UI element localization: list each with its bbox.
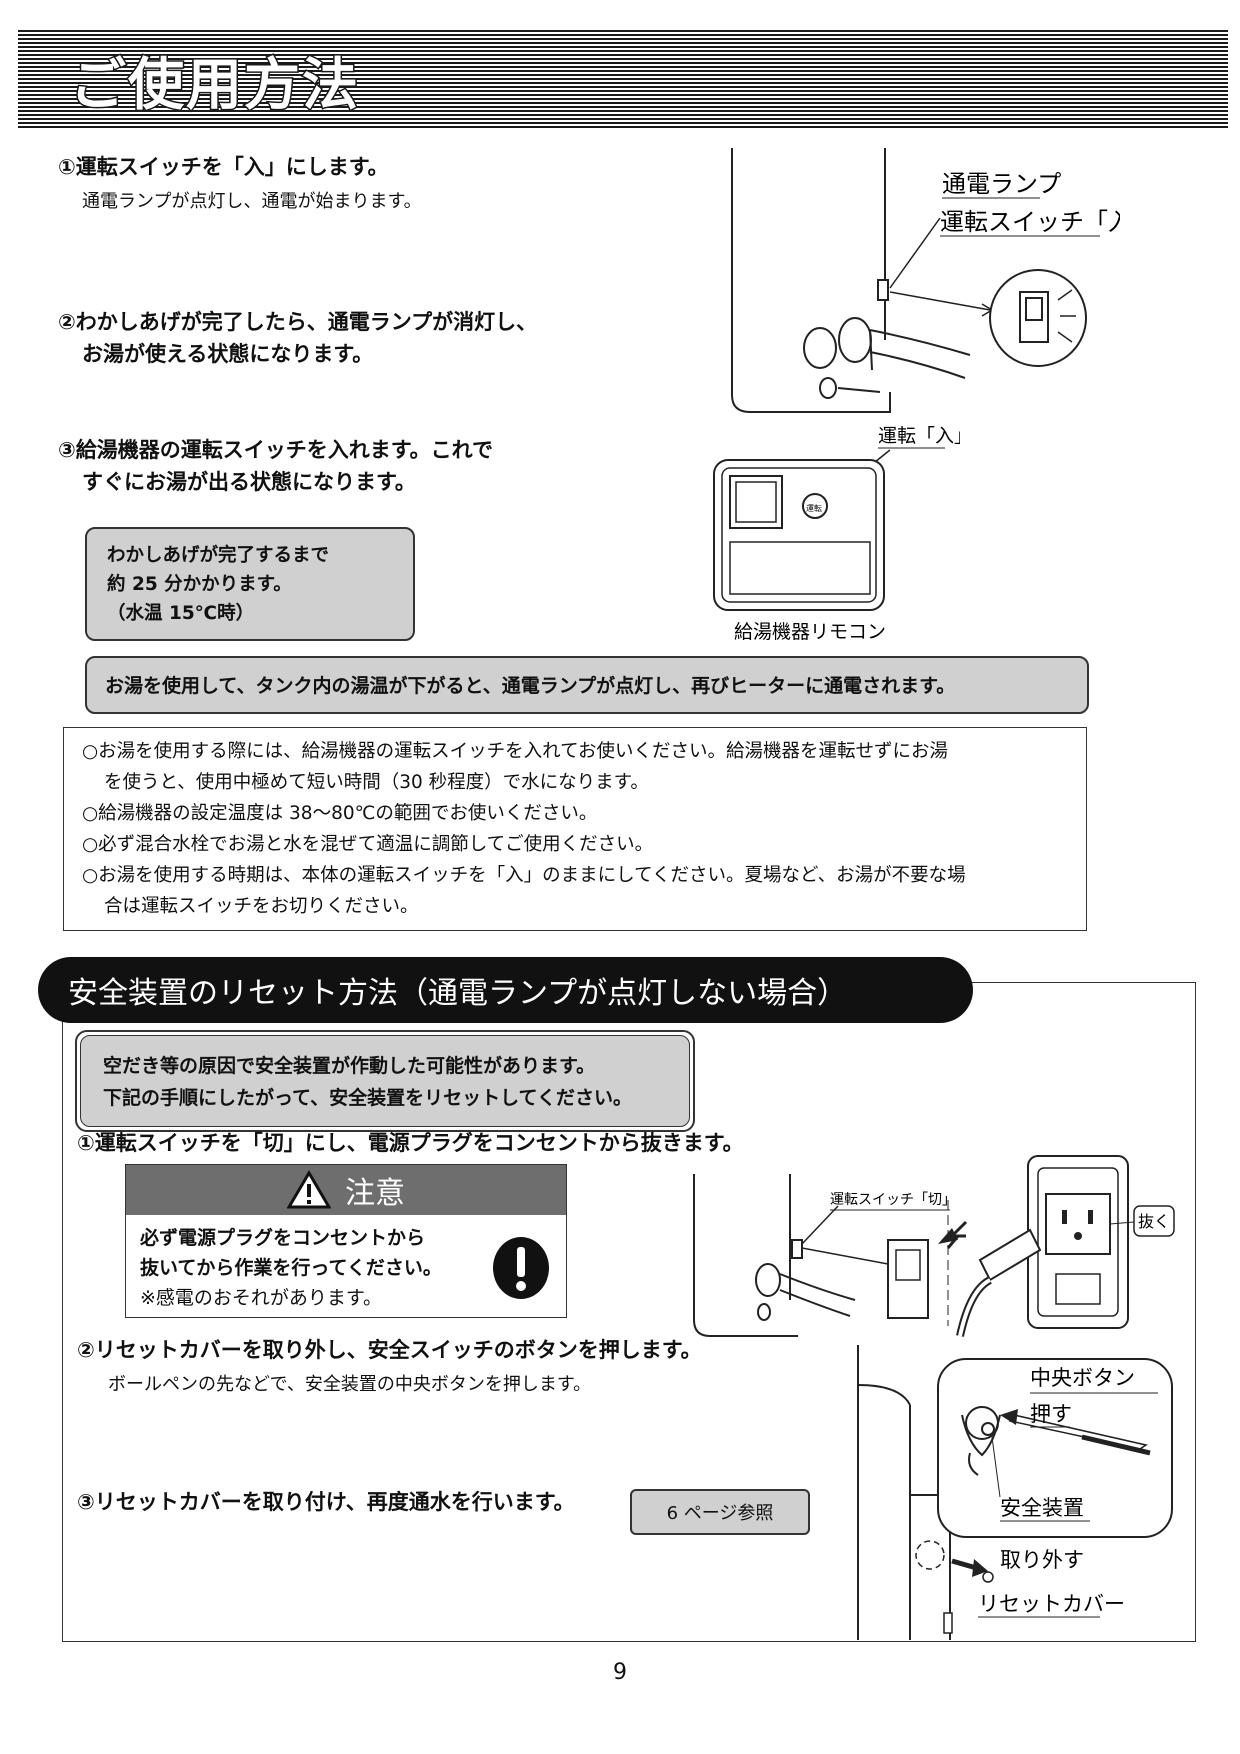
safety-device-icon — [961, 1406, 1001, 1476]
reset-section-title-text: 安全装置のリセット方法（通電ランプが点灯しない場合） — [68, 976, 848, 1011]
switch-icon — [877, 279, 889, 301]
warmup-line-1: わかしあげが完了するまで — [107, 545, 330, 566]
remote-label: 給湯機器リモコン — [734, 621, 886, 643]
remove-arrow-icon — [972, 1559, 988, 1577]
note-line: ○給湯機器の設定温度は 38～80℃の範囲でお使いください。 — [82, 803, 598, 824]
unplug-label: 抜く — [1138, 1212, 1170, 1231]
note-line: ○お湯を使用する時期は、本体の運転スイッチを「入」のままにしてください。夏場など… — [82, 865, 966, 886]
usage-step-2-line2: お湯が使える状態になります。 — [82, 342, 374, 366]
page-reference-text: 6 ページ参照 — [666, 1503, 774, 1524]
caution-line-2: 抜いてから作業を行ってください。 — [140, 1257, 442, 1279]
reset-cover-label: リセットカバー — [978, 1592, 1125, 1616]
reset-intro-line-1: 空だき等の原因で安全装置が作動した可能性があります。 — [103, 1055, 596, 1077]
reset-step-3: ③リセットカバーを取り付け、再度通水を行います。 — [77, 1490, 575, 1514]
push-label: 押す — [1030, 1402, 1072, 1426]
caution-line-1: 必ず電源プラグをコンセントから — [140, 1227, 426, 1249]
header-banner — [18, 30, 1228, 126]
safety-zoom-icon — [937, 1358, 1173, 1538]
plug-icon — [978, 1228, 1042, 1282]
safety-device-label: 安全装置 — [1000, 1496, 1084, 1520]
warmup-time-box: わかしあげが完了するまで 約 25 分かかります。 （水温 15℃時） — [85, 527, 415, 641]
reheat-banner: お湯を使用して、タンク内の湯温が下がると、通電ランプが点灯し、再びヒーターに通電… — [85, 656, 1089, 714]
header-divider — [18, 126, 1228, 128]
run-on-label: 運転「入」 — [878, 425, 960, 447]
usage-step-1-title: ①運転スイッチを「入」にします。 — [58, 155, 389, 179]
note-line: ○お湯を使用する際には、給湯機器の運転スイッチを入れてお使いください。給湯機器を… — [82, 741, 949, 762]
usage-step-3-line2: すぐにお湯が出る状態になります。 — [82, 470, 416, 494]
note-line: を使うと、使用中極めて短い時間（30 秒程度）で水になります。 — [104, 772, 649, 793]
reset-section-title: 安全装置のリセット方法（通電ランプが点灯しない場合） — [38, 957, 973, 1023]
usage-notes: ○お湯を使用する際には、給湯機器の運転スイッチを入れてお使いください。給湯機器を… — [63, 727, 1087, 931]
usage-step-3-line1: ③給湯機器の運転スイッチを入れます。これで — [58, 438, 494, 462]
warmup-line-3: （水温 15℃時） — [107, 603, 255, 624]
caution-box: 注意 必ず電源プラグをコンセントから 抜いてから作業を行ってください。 ※感電の… — [125, 1164, 567, 1318]
unplug-figure: 運転スイッチ「切」 抜く — [693, 1155, 1175, 1337]
run-button-icon — [802, 493, 828, 519]
caution-line-3: ※感電のおそれがあります。 — [140, 1287, 383, 1309]
pipe-fittings-icon — [803, 317, 971, 399]
reset-step-1: ①運転スイッチを「切」にし、電源プラグをコンセントから抜きます。 — [77, 1131, 744, 1155]
caution-title: 注意 — [345, 1176, 405, 1211]
page-title: ご使用方法 — [69, 53, 360, 118]
switch-off-label: 運転スイッチ「切」 — [830, 1192, 956, 1208]
run-switch-on-label: 運転スイッチ「入」 — [940, 208, 1120, 236]
note-line: 合は運転スイッチをお切りください。 — [104, 896, 419, 917]
lamp-label: 通電ランプ — [942, 170, 1061, 198]
reset-intro-frame: 空だき等の原因で安全装置が作動した可能性があります。 下記の手順にしたがって、安… — [75, 1030, 695, 1132]
heater-switch-figure: 通電ランプ 運転スイッチ「入」 — [731, 148, 1120, 413]
reset-step-2-desc: ボールペンの先などで、安全装置の中央ボタンを押します。 — [108, 1374, 592, 1395]
reset-step-2-title: ②リセットカバーを取り外し、安全スイッチのボタンを押します。 — [77, 1338, 702, 1362]
remove-label: 取り外す — [1000, 1548, 1084, 1572]
safety-reset-figure: 中央ボタン 押す 安全装置 取り外す リセットカバー — [857, 1345, 1173, 1640]
warmup-line-2: 約 25 分かかります。 — [107, 574, 292, 595]
note-line: ○必ず混合水栓でお湯と水を混ぜて適温に調節してご使用ください。 — [82, 834, 654, 855]
center-button-label: 中央ボタン — [1030, 1366, 1135, 1390]
usage-step-1-desc: 通電ランプが点灯し、通電が始まります。 — [82, 191, 422, 212]
page-number: 9 — [613, 1660, 627, 1685]
reheat-banner-text: お湯を使用して、タンク内の湯温が下がると、通電ランプが点灯し、再びヒーターに通電… — [105, 675, 956, 697]
warning-triangle-icon — [287, 1170, 331, 1209]
reset-intro-line-2: 下記の手順にしたがって、安全装置をリセットしてください。 — [103, 1087, 632, 1109]
caution-header: 注意 — [126, 1165, 566, 1215]
remote-controller-figure: 運転「入」 運転 給湯機器リモコン — [713, 425, 960, 643]
cover-location-icon — [915, 1540, 945, 1570]
usage-step-2-line1: ②わかしあげが完了したら、通電ランプが消灯し、 — [58, 310, 538, 334]
run-button-text: 運転 — [806, 504, 822, 513]
exclamation-icon — [493, 1237, 549, 1299]
page-reference-badge: 6 ページ参照 — [630, 1489, 810, 1535]
